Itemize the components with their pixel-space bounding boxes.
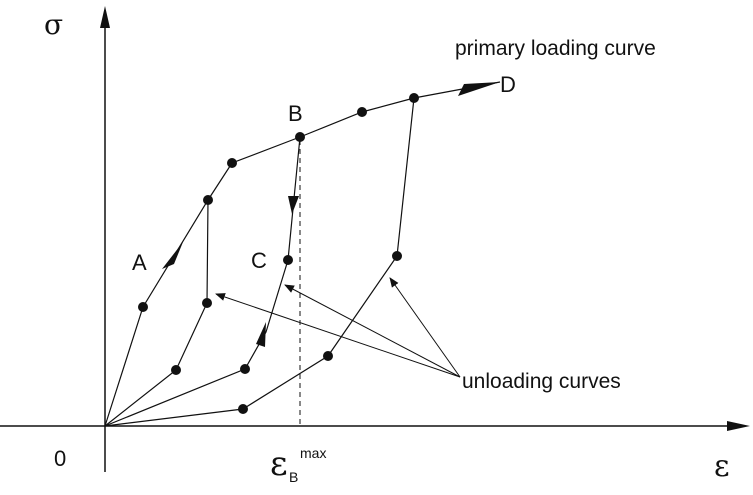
primary-curve-label: primary loading curve — [455, 37, 656, 60]
primary-loading-curve — [104, 81, 501, 427]
unloading-curve-1 — [104, 199, 209, 427]
point-label-a: A — [132, 250, 147, 275]
point-label-b: B — [288, 101, 303, 126]
curve-point — [283, 255, 293, 265]
curve-point — [323, 351, 333, 361]
curve-point — [202, 298, 212, 308]
origin-label: 0 — [54, 446, 66, 471]
curve-point — [171, 365, 181, 375]
unloading-curves-label: unloading curves — [462, 370, 621, 393]
reloading-arrow — [256, 322, 266, 347]
curve-point — [138, 302, 148, 312]
pointer-to-curve-d — [389, 277, 461, 378]
eps-b-max-subscript: B — [289, 469, 298, 485]
curve-point — [238, 404, 248, 414]
loading-arrow-a — [162, 242, 183, 269]
curve-point — [409, 93, 419, 103]
epsilon-axis-label: ε — [714, 449, 730, 484]
primary-curve-arrowhead — [458, 82, 500, 96]
curve-point — [357, 107, 367, 117]
curve-point — [203, 195, 213, 205]
x-axis-arrowhead — [727, 421, 750, 431]
pointer-to-curve-1 — [215, 293, 461, 378]
y-axis-arrowhead — [100, 6, 110, 28]
unloading-curve-b — [104, 136, 301, 427]
point-label-d: D — [500, 72, 516, 97]
eps-b-max-symbol: ε — [270, 444, 288, 484]
pointer-to-curve-b — [284, 284, 461, 378]
curve-point — [392, 251, 402, 261]
curve-point — [295, 132, 305, 142]
unloading-arrow-b — [288, 196, 299, 214]
curve-point — [240, 364, 250, 374]
point-label-c: C — [251, 248, 267, 273]
sigma-axis-label: σ — [44, 8, 63, 41]
curve-point — [227, 158, 237, 168]
eps-b-max-superscript: max — [300, 445, 326, 461]
